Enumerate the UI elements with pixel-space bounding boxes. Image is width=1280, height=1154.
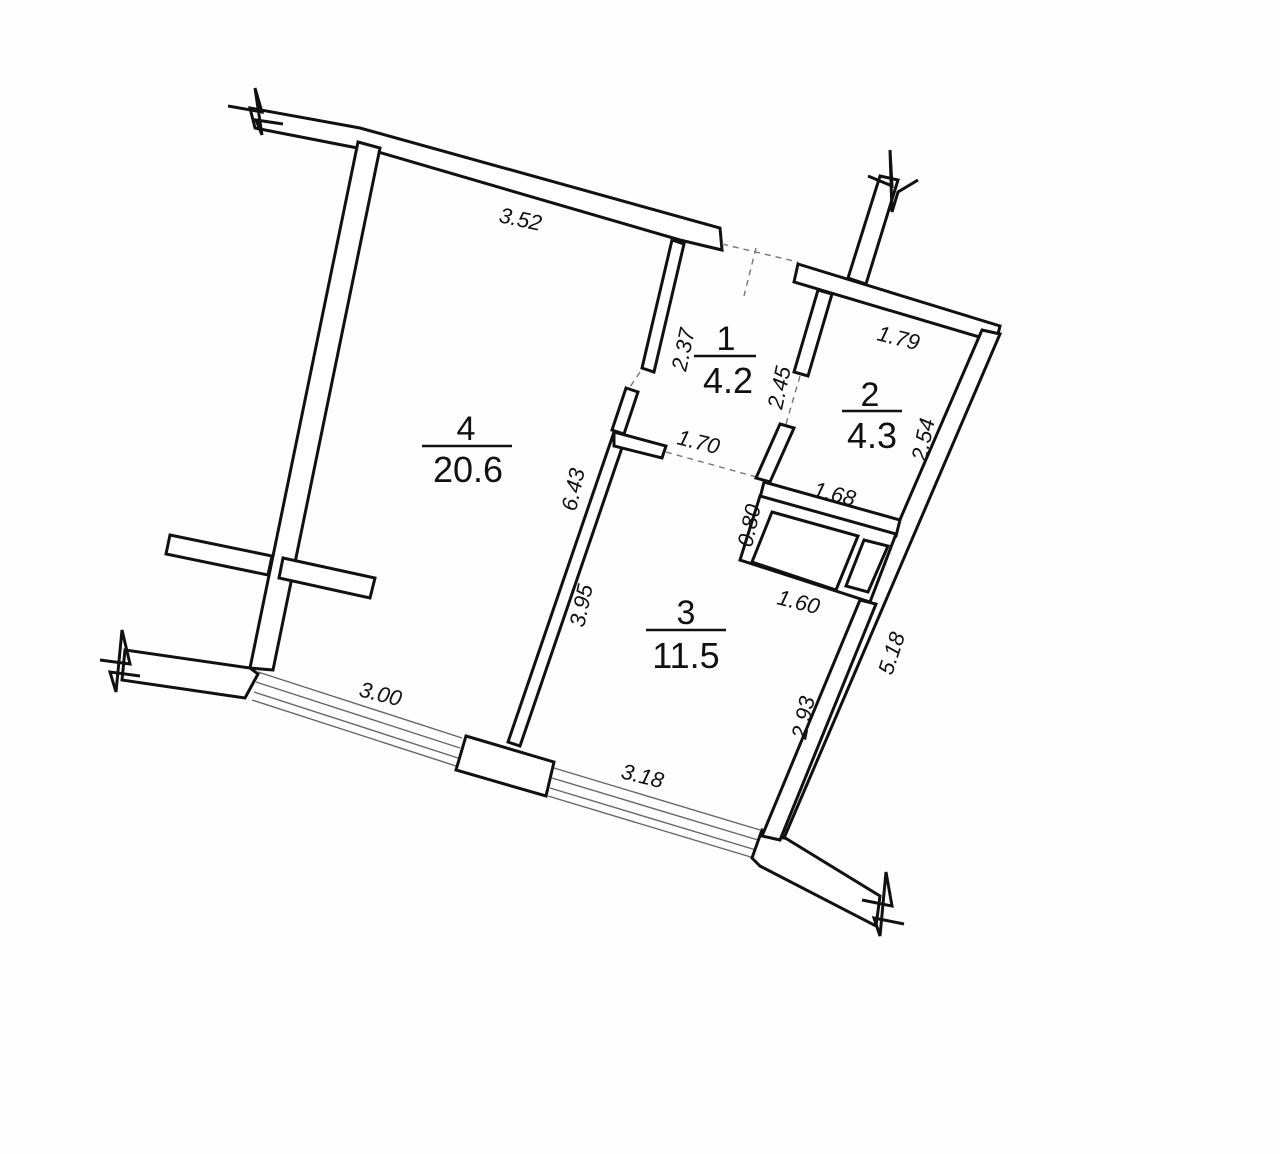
window-right-glass-3 xyxy=(549,787,757,851)
window-left-glass-4 xyxy=(251,699,457,767)
room-2-area: 4.3 xyxy=(847,415,897,456)
dim-outer-right: 5.18 xyxy=(873,628,910,677)
break-mark-top-left xyxy=(227,87,284,136)
window-right-glass-1 xyxy=(553,767,761,831)
wall-room4-room1-lower xyxy=(610,386,640,436)
door-dash-room1-top-2 xyxy=(743,247,757,297)
break-mark-top-right xyxy=(867,149,919,213)
window-left-glass-1 xyxy=(257,671,463,739)
door-dash-room2 xyxy=(785,375,801,425)
wall-room3-right xyxy=(759,598,879,842)
wall-room1-room2-upper xyxy=(792,288,834,378)
room-3-area: 11.5 xyxy=(652,635,719,676)
wall-top-outer xyxy=(247,106,724,252)
wall-left xyxy=(248,140,382,672)
room-2-number: 2 xyxy=(861,376,880,414)
room-4-label: 4 20.6 xyxy=(422,410,512,490)
dim-room1-right: 2.45 xyxy=(762,363,796,412)
dim-room4-top: 3.52 xyxy=(497,202,544,235)
wall-room1-room2-lower xyxy=(753,422,797,484)
dim-room1-left: 2.37 xyxy=(666,325,700,374)
shaft-inner-2 xyxy=(843,538,891,594)
window-left-glass-3 xyxy=(253,691,459,759)
room-1-label: 1 4.2 xyxy=(694,320,756,401)
wall-bottom-left xyxy=(120,648,260,700)
dim-window-right: 3.18 xyxy=(619,759,667,794)
wall-stub-left xyxy=(164,533,274,577)
shaft-inner-1 xyxy=(750,510,861,592)
wall-bottom-right xyxy=(750,828,882,929)
window-left-glass-2 xyxy=(255,681,461,749)
door-dash-room1-bottom xyxy=(665,451,761,479)
dim-room2-top: 1.79 xyxy=(875,321,923,356)
dim-niche-width: 1.60 xyxy=(775,585,823,620)
room-3-label: 3 11.5 xyxy=(646,594,726,676)
room-4-number: 4 xyxy=(457,410,476,448)
break-mark-bottom-right xyxy=(861,871,905,937)
window-right-glass-2 xyxy=(551,777,759,841)
window-right-glass-4 xyxy=(547,795,755,859)
room-4-area: 20.6 xyxy=(433,449,503,490)
room-3-number: 3 xyxy=(677,594,696,632)
room-2-label: 2 4.3 xyxy=(842,376,902,456)
room-1-area: 4.2 xyxy=(703,360,753,401)
dim-room4-left: 6.43 xyxy=(556,465,590,513)
wall-stub-right xyxy=(277,556,377,600)
wall-pier xyxy=(454,734,556,798)
room-1-number: 1 xyxy=(717,320,736,358)
break-mark-bottom-left xyxy=(99,629,141,693)
wall-room4-room1-upper xyxy=(640,238,686,374)
dim-room1-bottom: 1.70 xyxy=(675,425,723,460)
wall-room1-bottom xyxy=(612,430,668,460)
door-dash-room1-top xyxy=(721,243,799,263)
door-dash-room4 xyxy=(627,371,641,391)
